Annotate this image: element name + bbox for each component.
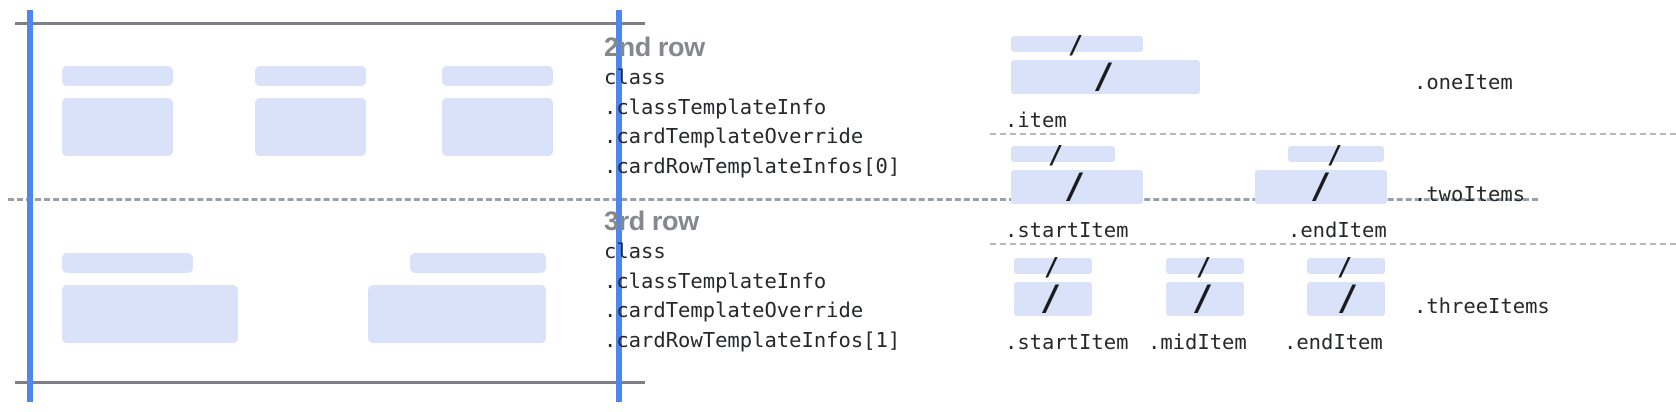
threeitems-enditem-caption: .endItem — [1284, 330, 1383, 354]
twoitems-enditem-caption: .endItem — [1288, 218, 1387, 242]
card-left-edge-marker — [27, 10, 33, 402]
annotation-3rd-row: 3rd row class .classTemplateInfo .cardTe… — [604, 205, 900, 355]
row2-cell2-label-bar — [410, 253, 546, 273]
threeitems-enditem-content-box — [1307, 282, 1385, 316]
oneitem-item-label-bar — [1011, 36, 1143, 52]
annotation-code-line: .cardTemplateOverride — [604, 298, 864, 322]
row2-cell2-content-box — [368, 285, 546, 343]
annotation-title: 3rd row — [604, 206, 699, 236]
annotation-code-line: .cardRowTemplateInfos[1] — [604, 327, 901, 352]
annotation-code-line: .cardRowTemplateInfos[0] — [604, 153, 901, 178]
twoitems-startitem-label-bar — [1011, 146, 1115, 162]
annotation-code-line: .cardTemplateOverride — [604, 124, 864, 148]
card-top-border — [15, 22, 645, 25]
twoitems-enditem-content-box — [1255, 170, 1387, 204]
threeitems-startitem-caption: .startItem — [1005, 330, 1129, 354]
card-bottom-border — [15, 381, 645, 384]
right-panel-divider-1 — [990, 133, 1676, 135]
row-divider-dashed — [8, 198, 1538, 201]
row2-cell1-label-bar — [62, 253, 193, 273]
annotation-code-line: class — [604, 239, 666, 263]
annotation-title: 2nd row — [604, 32, 705, 62]
threeitems-enditem-label-bar — [1307, 258, 1385, 274]
twoitems-enditem-label-bar — [1288, 146, 1384, 162]
threeitems-layout-label: .threeItems — [1414, 294, 1550, 318]
row1-cell2-content-box — [255, 98, 366, 156]
twoitems-startitem-caption: .startItem — [1005, 218, 1129, 242]
row1-cell1-content-box — [62, 98, 173, 156]
annotation-2nd-row: 2nd row class .classTemplateInfo .cardTe… — [604, 31, 900, 181]
row1-cell3-label-bar — [442, 66, 553, 86]
threeitems-miditem-caption: .midItem — [1148, 330, 1247, 354]
card-right-edge-marker — [616, 10, 622, 402]
oneitem-item-content-box — [1011, 60, 1200, 94]
annotation-code-line: .classTemplateInfo — [604, 268, 827, 293]
threeitems-startitem-label-bar — [1014, 258, 1092, 274]
annotation-code-line: .classTemplateInfo — [604, 94, 827, 119]
oneitem-layout-label: .oneItem — [1414, 70, 1513, 94]
twoitems-layout-label: .twoItems — [1414, 182, 1526, 206]
right-panel-divider-2 — [990, 243, 1676, 245]
row2-cell1-content-box — [62, 285, 238, 343]
threeitems-startitem-content-box — [1014, 282, 1092, 316]
threeitems-miditem-content-box — [1166, 282, 1244, 316]
annotation-code-line: class — [604, 65, 666, 89]
row1-cell1-label-bar — [62, 66, 173, 86]
row1-cell2-label-bar — [255, 66, 366, 86]
row1-cell3-content-box — [442, 98, 553, 156]
oneitem-item-caption: .item — [1005, 108, 1067, 132]
twoitems-startitem-content-box — [1011, 170, 1143, 204]
threeitems-miditem-label-bar — [1166, 258, 1244, 274]
